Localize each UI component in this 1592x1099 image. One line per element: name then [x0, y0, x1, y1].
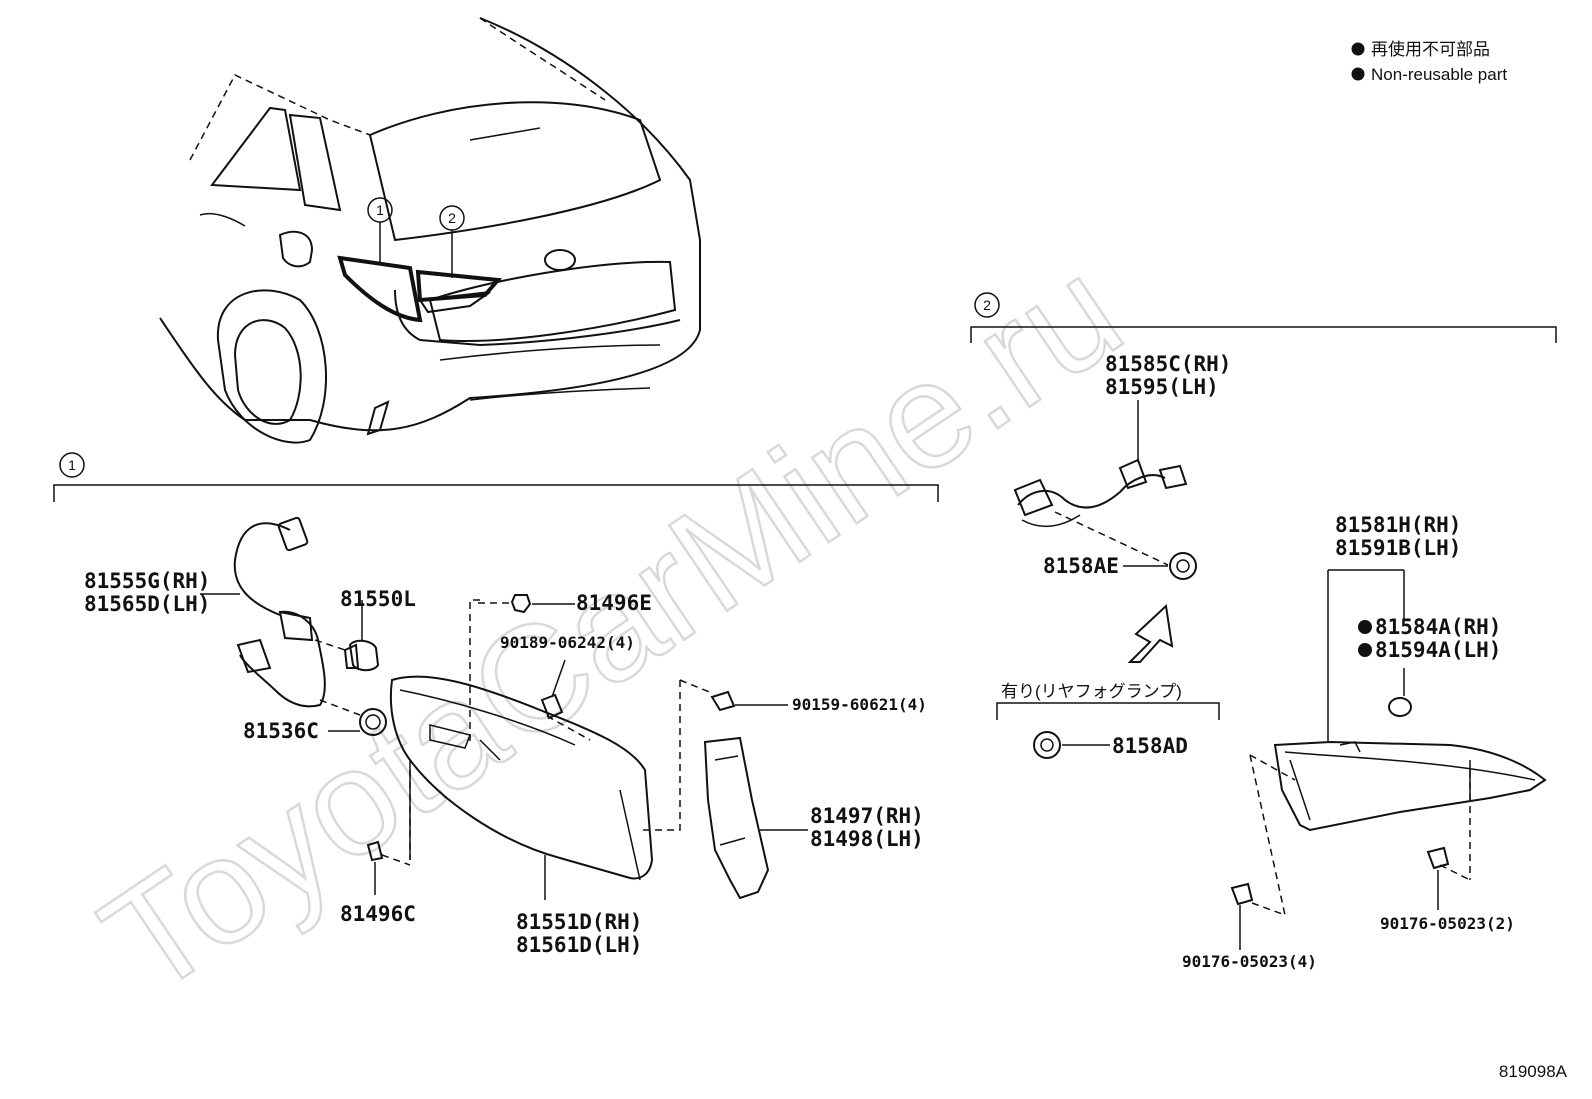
gasket-ring-81584A	[1388, 697, 1412, 717]
fog-caption: 有り(リヤフォグランプ)	[1001, 682, 1182, 701]
backup-lamp	[1273, 740, 1547, 832]
socket-81536C	[359, 708, 387, 736]
label-81551D: 81551D(RH)	[516, 910, 642, 934]
legend-jp: 再使用不可部品	[1371, 39, 1490, 59]
harness-wire	[233, 522, 291, 616]
label-8158AE: 8158AE	[1043, 554, 1119, 578]
callout-2-car: 2	[439, 205, 465, 278]
legend: 再使用不可部品 Non-reusable part	[1351, 39, 1507, 84]
label-81584A: 81584A(RH)	[1375, 615, 1501, 639]
label-81595: 81595(LH)	[1105, 375, 1219, 399]
label-90159: 90159-60621(4)	[792, 695, 927, 714]
screw-90176-4	[1230, 882, 1254, 906]
svg-text:1: 1	[376, 202, 384, 218]
label-90189: 90189-06242(4)	[500, 633, 635, 652]
label-81550L: 81550L	[340, 587, 416, 611]
diagram-code: 819098A	[1499, 1062, 1568, 1081]
gasket-81497	[703, 736, 770, 900]
bolt-90189	[540, 693, 564, 720]
label-81555G: 81555G(RH)	[84, 569, 210, 593]
fog-bracket	[996, 702, 1220, 720]
car-illustration	[159, 17, 701, 444]
svg-text:2: 2	[983, 297, 991, 313]
label-8158AD: 8158AD	[1112, 734, 1188, 758]
nut-81496E	[510, 594, 532, 614]
label-81498: 81498(LH)	[810, 827, 924, 851]
label-81581H: 81581H(RH)	[1335, 513, 1461, 537]
legend-en: Non-reusable part	[1371, 65, 1507, 84]
group-1-bracket	[53, 484, 939, 502]
svg-text:1: 1	[68, 457, 76, 473]
label-81496E: 81496E	[576, 591, 652, 615]
label-81561D: 81561D(LH)	[516, 933, 642, 957]
screw-90176-2	[1426, 846, 1450, 870]
screw-90159	[710, 690, 736, 712]
arrow-icon	[1127, 603, 1174, 663]
harness-81585C	[1017, 474, 1166, 509]
group-2-bracket	[970, 326, 1557, 343]
socket-8158AD	[1033, 731, 1061, 759]
svg-text:2: 2	[448, 210, 456, 226]
label-81591B: 81591B(LH)	[1335, 536, 1461, 560]
socket-8158AE	[1169, 552, 1197, 580]
non-reusable-dot-icon	[1351, 67, 1365, 81]
callout-1-car: 1	[367, 197, 393, 265]
group-1: 1	[53, 452, 939, 957]
label-81536C: 81536C	[243, 719, 319, 743]
label-81585C: 81585C(RH)	[1105, 352, 1231, 376]
label-81565D: 81565D(LH)	[84, 592, 210, 616]
label-90176-2: 90176-05023(2)	[1380, 914, 1515, 933]
group-2: 2 有り(リヤフォグランプ)	[970, 292, 1557, 971]
non-reusable-dot-icon	[1358, 643, 1372, 657]
non-reusable-dot-icon	[1358, 620, 1372, 634]
label-81497: 81497(RH)	[810, 804, 924, 828]
non-reusable-dot-icon	[1351, 42, 1365, 56]
label-81594A: 81594A(LH)	[1375, 638, 1501, 662]
label-90176-4: 90176-05023(4)	[1182, 952, 1317, 971]
clip-81496C	[366, 840, 384, 862]
tail-lamp-lens	[389, 675, 654, 880]
label-81496C: 81496C	[340, 902, 416, 926]
